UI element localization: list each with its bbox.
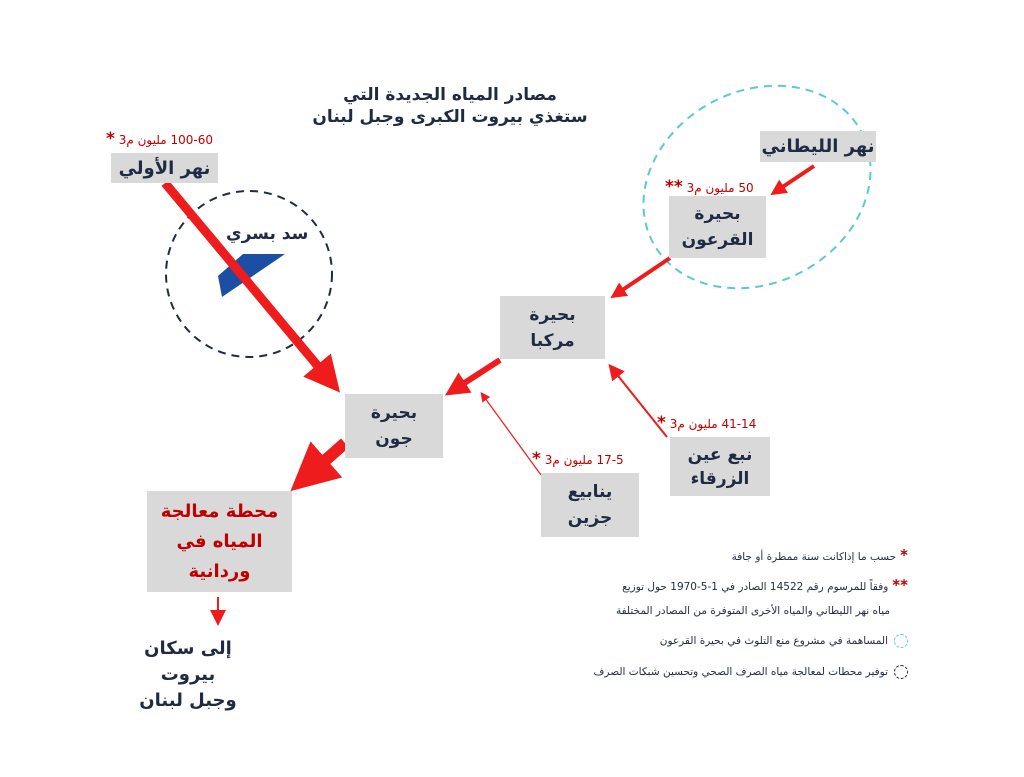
diagram-title: مصادر المياه الجديدة التي ستغذي بيروت ال… [300, 84, 600, 128]
flow-jezzine-value: 17-5 مليون م3 [544, 453, 624, 467]
flow-zarqa: 41-14 مليون م3 * [657, 413, 756, 433]
legend-star: * [900, 546, 908, 564]
destination-line-2: وجبل لبنان [139, 690, 237, 711]
node-qaraoun-line-2: القرعون [681, 230, 754, 250]
node-litani-label: نهر الليطاني [761, 136, 875, 157]
destination-line-1: إلى سكان بيروت [144, 638, 232, 685]
node-plant-line-2: المياه في وردانية [176, 530, 263, 582]
node-plant-line-1: محطة معالجة [160, 500, 279, 522]
flow-litani-star: ** [665, 177, 683, 197]
arrow-joun-to-plant [290, 438, 349, 492]
legend-note-4: توفير محطات لمعالجة مياه الصرف الصحي وتح… [488, 665, 908, 679]
node-markaba-line-1: بحيرة [529, 304, 576, 325]
title-line-2: ستغذي بيروت الكبرى وجبل لبنان [312, 107, 588, 127]
node-awali-label: نهر الأولي [118, 157, 211, 179]
arrow-qaraoun-to-markaba [610, 256, 672, 299]
flow-awali-value: 100-60 مليون م3 [118, 133, 213, 147]
flow-awali: 100-60 مليون م3 * [106, 129, 213, 149]
node-zarqa: نبع عين الزرقاء [670, 437, 770, 496]
legend-note-2: **وفقاً للمرسوم رقم 14522 الصادر في 1-5-… [488, 576, 908, 594]
node-litani: نهر الليطاني [760, 131, 876, 162]
node-qaraoun: بحيرة القرعون [669, 196, 766, 258]
node-treatment-plant: محطة معالجة المياه في وردانية [147, 491, 292, 592]
qaraoun-project-circle [642, 84, 872, 290]
title-line-1: مصادر المياه الجديدة التي [343, 85, 557, 105]
legend-note-3: المساهمة في مشروع منع التلوث في بحيرة ال… [488, 634, 908, 648]
flow-zarqa-value: 41-14 مليون م3 [669, 417, 757, 431]
node-jezzine: ينابيع جزين [541, 473, 639, 537]
legend-note-2b-text: مياه نهر الليطاني والمياه الأخرى المتوفر… [615, 605, 890, 617]
legend-double-star: ** [892, 576, 908, 594]
flow-jezzine: 17-5 مليون م3 * [532, 449, 624, 469]
legend-note-2b: مياه نهر الليطاني والمياه الأخرى المتوفر… [470, 605, 890, 617]
arrow-litani-to-qaraoun [770, 164, 816, 196]
flow-litani-value: 50 مليون م3 [686, 181, 754, 195]
legend-note-1: *حسب ما إذاكانت سنة ممطرة أو جافة [488, 546, 908, 564]
legend-note-4-text: توفير محطات لمعالجة مياه الصرف الصحي وتح… [593, 666, 888, 678]
legend-note-3-text: المساهمة في مشروع منع التلوث في بحيرة ال… [659, 635, 888, 647]
node-joun-line-2: جون [375, 429, 413, 449]
legend-note-1-text: حسب ما إذاكانت سنة ممطرة أو جافة [731, 551, 897, 563]
destination: إلى سكان بيروت وجبل لبنان [118, 636, 258, 714]
flow-awali-star: * [106, 129, 115, 149]
flow-jezzine-star: * [532, 449, 541, 469]
node-awali: نهر الأولي [111, 153, 218, 183]
node-joun: بحيرة جون [345, 394, 443, 458]
arrow-markaba-to-joun [444, 357, 502, 396]
node-zarqa-line-1: نبع عين [687, 444, 753, 465]
node-markaba-line-2: مركبا [530, 330, 575, 351]
node-qaraoun-line-1: بحيرة [694, 204, 741, 224]
arrow-awali-to-joun [161, 180, 341, 393]
node-jezzine-line-1: ينابيع [567, 482, 613, 502]
dashed-circle-icon [894, 665, 908, 679]
node-markaba: بحيرة مركبا [500, 296, 605, 359]
arrow-zarqa-to-markaba [608, 363, 668, 438]
dashed-circle-icon [894, 634, 908, 648]
dam-label: سد بسري [226, 224, 309, 244]
flow-litani: 50 مليون م3 ** [665, 177, 754, 197]
legend-note-2-text: وفقاً للمرسوم رقم 14522 الصادر في 1-5-19… [622, 581, 889, 593]
flow-zarqa-star: * [657, 413, 666, 433]
node-zarqa-line-2: الزرقاء [690, 468, 750, 489]
node-joun-line-1: بحيرة [370, 403, 418, 423]
bisri-dam-circle [165, 190, 333, 358]
node-jezzine-line-2: جزين [567, 508, 613, 528]
arrow-jezzine-to-joun [480, 392, 542, 476]
